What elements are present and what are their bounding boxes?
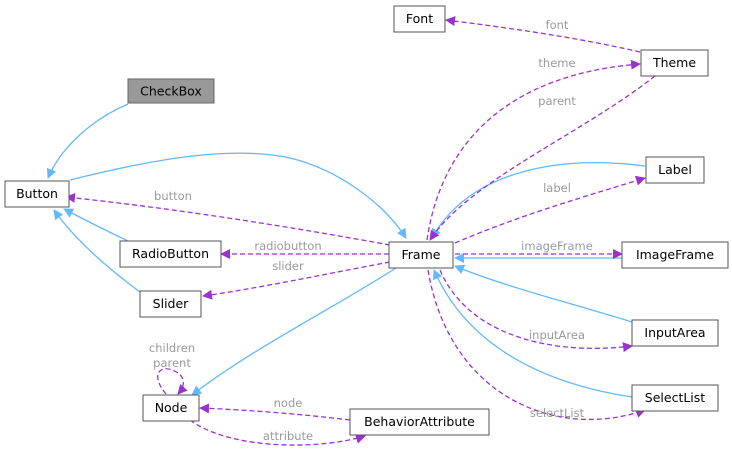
edge-frame-to-label [454,175,646,244]
edge-label-node: node [274,396,303,410]
node-selectlist[interactable]: SelectList [631,384,719,412]
edge-frame-to-selectlist [427,269,646,421]
edge-frame-to-inputarea [439,269,633,353]
edge-label-selectlist: selectList [530,406,585,420]
node-selectlist-label: SelectList [645,390,706,405]
node-radiobutton[interactable]: RadioButton [119,240,222,268]
edge-frame-to-theme [426,59,641,241]
node-node-label: Node [155,400,188,415]
edge-label-to-frame [431,162,646,239]
node-font-label: Font [406,11,433,26]
edge-theme-to-font [445,16,641,53]
node-label-label: Label [658,162,692,177]
node-font[interactable]: Font [393,5,446,33]
edge-button-to-frame [69,152,407,239]
edge-behaviorattribute-to-node [199,403,351,421]
node-button-label: Button [16,186,58,201]
edge-label-children: children [149,341,195,355]
edge-label-radiobutton: radiobutton [254,239,321,253]
edge-label-label: label [543,181,571,195]
edge-label-button: button [154,189,192,203]
edge-slider-to-button [53,209,141,293]
edge-theme-to-frame [429,75,656,241]
edge-checkbox-to-button [46,103,129,179]
node-checkbox[interactable]: CheckBox [127,78,215,104]
node-inputarea-label: InputArea [644,325,705,340]
node-behaviorattribute[interactable]: BehaviorAttribute [349,408,490,436]
edge-label-attribute: attribute [263,429,313,443]
node-button[interactable]: Button [4,180,70,208]
node-theme[interactable]: Theme [640,49,709,77]
node-imageframe-label: ImageFrame [636,247,714,262]
edge-frame-to-node [191,267,397,396]
edge-selectlist-to-frame [432,269,633,398]
edge-inputarea-to-frame [454,264,633,323]
edge-label-parent: parent [538,94,576,108]
node-frame[interactable]: Frame [388,241,454,269]
node-inputarea[interactable]: InputArea [631,319,719,347]
node-behaviorattribute-label: BehaviorAttribute [364,414,475,429]
edge-label-slider: slider [272,259,304,273]
edge-label-inputarea: inputArea [529,328,585,342]
node-checkbox-label: CheckBox [140,84,202,99]
node-label[interactable]: Label [645,156,705,184]
edge-label-imageframe: imageFrame [521,239,593,253]
node-imageframe[interactable]: ImageFrame [621,241,729,269]
edge-label-theme: theme [538,56,575,70]
edge-frame-to-button [65,192,391,246]
node-radiobutton-label: RadioButton [132,246,209,261]
node-slider[interactable]: Slider [139,290,202,318]
edge-label-node-parent: parent [153,356,191,370]
edge-node-self-loop [157,368,188,395]
edge-radiobutton-to-button [63,208,131,243]
node-slider-label: Slider [153,296,190,311]
node-node[interactable]: Node [142,394,200,422]
edge-frame-to-slider [202,261,391,300]
node-theme-label: Theme [652,55,696,70]
node-frame-label: Frame [402,247,441,262]
edge-label-font: font [546,18,569,32]
edge-node-to-behaviorattribute [189,419,366,446]
